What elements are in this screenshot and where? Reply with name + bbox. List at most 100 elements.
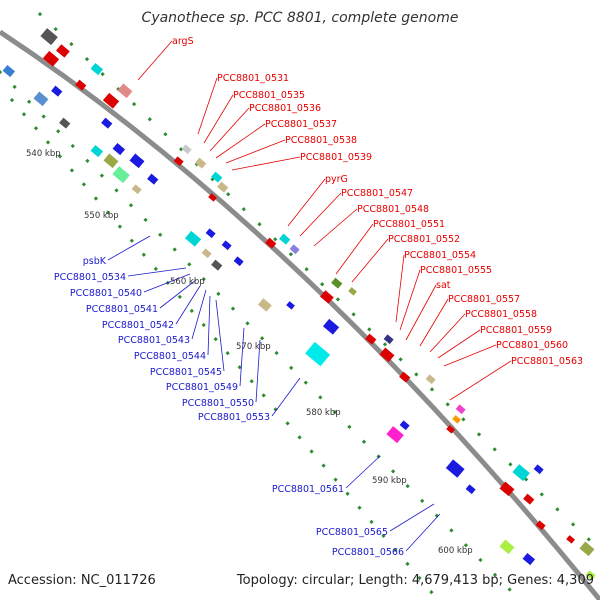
tick-dot [405,484,410,489]
tick-dot [241,207,246,212]
reverse-label-leader [191,289,207,340]
tick-dot [492,447,497,452]
forward-gene-label: PCC8801_0538 [285,135,357,146]
tick-dot [128,203,134,208]
gene-feature [265,237,277,249]
accession-text: Accession: NC_011726 [8,573,156,588]
tick-dot [84,56,90,62]
forward-gene-label: PCC8801_0548 [357,204,429,215]
tick-dot [539,492,544,497]
tick-dot [189,308,194,314]
tick-dot [345,491,350,496]
gene-feature [56,44,70,58]
gene-feature [305,341,331,367]
gene-feature [452,415,461,424]
gene-feature [365,333,377,345]
reverse-gene-label: PCC8801_0566 [332,547,404,558]
forward-label-leader [225,139,286,164]
tick-dot [288,252,294,257]
reverse-gene-label: PCC8801_0543 [118,335,190,346]
tick-dot [85,158,90,163]
tick-dot [420,498,425,503]
tick-dot [201,277,206,282]
tick-dot [332,410,338,415]
tick-dot [357,505,362,510]
kbp-tick-label: 570 kbp [236,342,271,352]
label-leader-lines [107,40,512,552]
reverse-gene-label: PCC8801_0541 [86,304,158,315]
forward-gene-label: PCC8801_0559 [480,325,552,336]
reverse-label-leader [215,299,225,372]
gene-feature [322,318,340,335]
tick-dot [99,173,105,178]
gene-feature [112,142,126,156]
tick-dot [56,129,61,134]
forward-gene-label: PCC8801_0560 [496,340,568,351]
reverse-gene-label: PCC8801_0545 [150,367,222,378]
tick-dot [225,351,230,356]
tick-dot [508,462,513,467]
gene-feature [465,484,476,495]
forward-gene-label: PCC8801_0547 [341,188,413,199]
forward-gene-label: PCC8801_0535 [233,90,305,101]
tick-dot [273,237,278,242]
gene-feature [566,535,575,544]
gene-feature [75,79,87,91]
tick-dot [187,262,192,267]
tick-dot [398,357,403,362]
tick-dot [376,454,381,459]
forward-gene-label: PCC8801_0552 [388,234,460,245]
gene-features [2,28,596,581]
gene-feature [51,85,63,97]
tick-dot [0,70,3,75]
forward-gene-label: argS [172,36,194,47]
gene-feature [279,233,291,245]
gene-feature [399,420,410,431]
tick-dot [461,417,466,422]
tick-dot [318,395,323,400]
tick-dot [12,84,17,90]
reverse-gene-label: PCC8801_0550 [182,398,254,409]
tick-dot [261,393,266,398]
gene-feature [455,404,466,415]
reverse-gene-label: psbK [83,256,107,267]
gene-feature [499,539,515,555]
reverse-gene-label: PCC8801_0534 [54,272,126,283]
tick-dot [414,372,419,377]
reverse-label-leader [159,279,197,309]
forward-label-leader [429,313,466,353]
forward-label-leader [313,208,358,247]
forward-gene-label: PCC8801_0558 [465,309,537,320]
reverse-gene-label: PCC8801_0542 [102,320,174,331]
reverse-label-leader [107,235,151,261]
tick-dot [289,365,294,370]
reverse-label-leader [143,273,191,293]
tick-dot [177,294,182,300]
gene-feature [425,374,436,385]
reverse-label-leader [127,267,187,277]
tick-dot [213,337,218,342]
reverse-label-leader [345,455,381,489]
tick-dot [41,114,46,119]
tick-dot [257,222,262,227]
gene-feature [129,153,145,169]
tick-dot [555,507,560,512]
forward-label-leader [405,284,437,341]
tick-dot [309,449,314,454]
tick-dot [347,424,352,430]
tick-dot [201,322,206,328]
tick-dot [586,537,591,542]
forward-gene-label: PCC8801_0539 [300,152,372,163]
reverse-label-leader [271,377,301,417]
reverse-label-leader [207,295,211,356]
kbp-tick-label: 590 kbp [372,476,407,486]
tick-dot [216,291,221,297]
tick-dot [178,147,184,152]
gene-feature [379,347,395,363]
reverse-gene-label: PCC8801_0544 [134,351,206,362]
forward-label-leader [215,123,266,159]
reverse-label-leader [239,327,245,387]
kbp-tick-label: 550 kbp [84,211,119,221]
forward-label-leader [197,77,218,135]
gene-feature [201,248,212,259]
